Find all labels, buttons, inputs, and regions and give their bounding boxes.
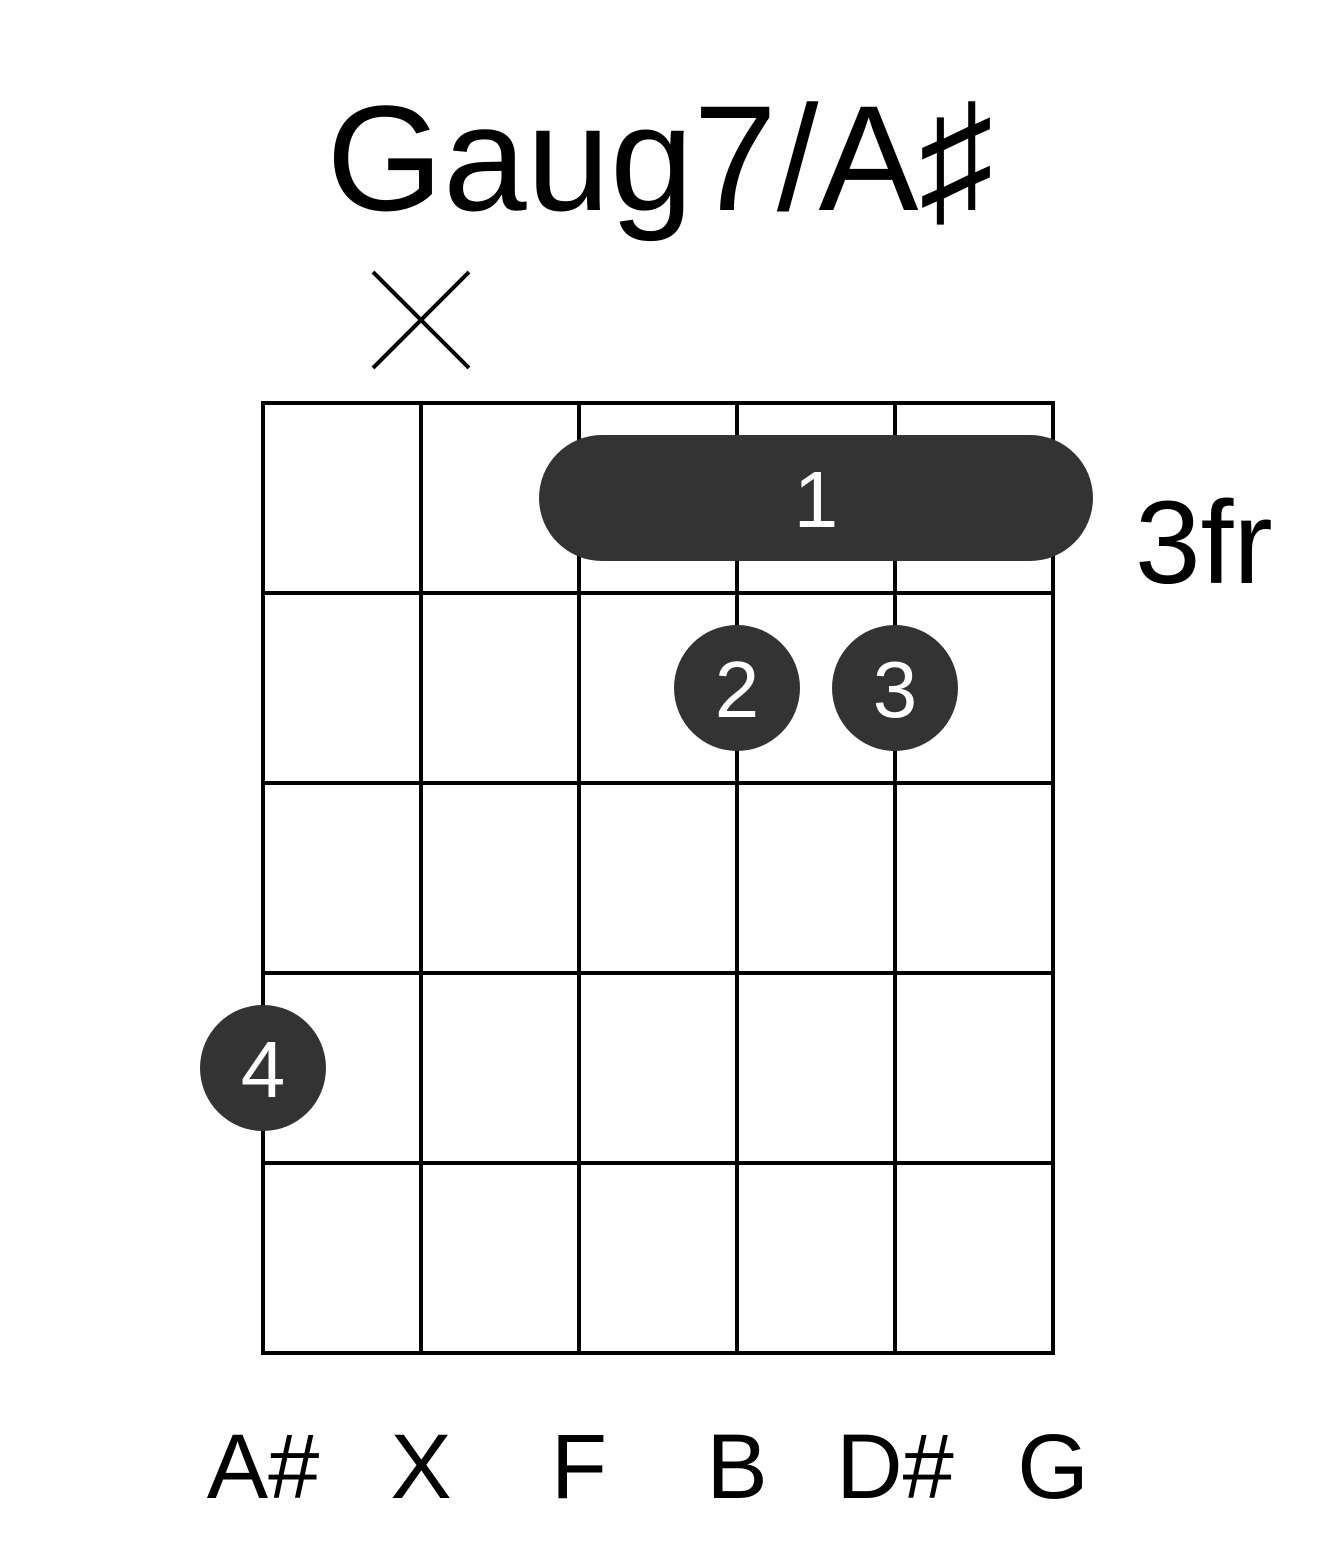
- muted-x-stroke: [371, 270, 471, 370]
- string-note-label: D#: [836, 1416, 954, 1518]
- finger-number: 4: [241, 1025, 286, 1114]
- muted-string-x-icon: [371, 270, 471, 370]
- string-note-label: F: [551, 1416, 607, 1518]
- string-note-label: B: [706, 1416, 767, 1518]
- barre-bar: [539, 435, 1093, 561]
- string-markers: [371, 270, 471, 370]
- string-note-label: X: [390, 1416, 451, 1518]
- finger-dot: [674, 625, 800, 751]
- chord-title: Gaug7/A♯: [326, 74, 993, 242]
- barre-finger-number: 1: [794, 455, 839, 544]
- fretboard-grid: [261, 401, 1055, 1355]
- string-note-label: G: [1017, 1416, 1089, 1518]
- finger-number: 2: [715, 645, 760, 734]
- finger-positions: 1 2 3 4: [200, 435, 1093, 1131]
- base-fret-label: 3fr: [1135, 477, 1273, 609]
- finger-dot: [832, 625, 958, 751]
- finger-number: 3: [873, 645, 918, 734]
- string-note-label: A#: [207, 1416, 320, 1518]
- finger-dot: [200, 1005, 326, 1131]
